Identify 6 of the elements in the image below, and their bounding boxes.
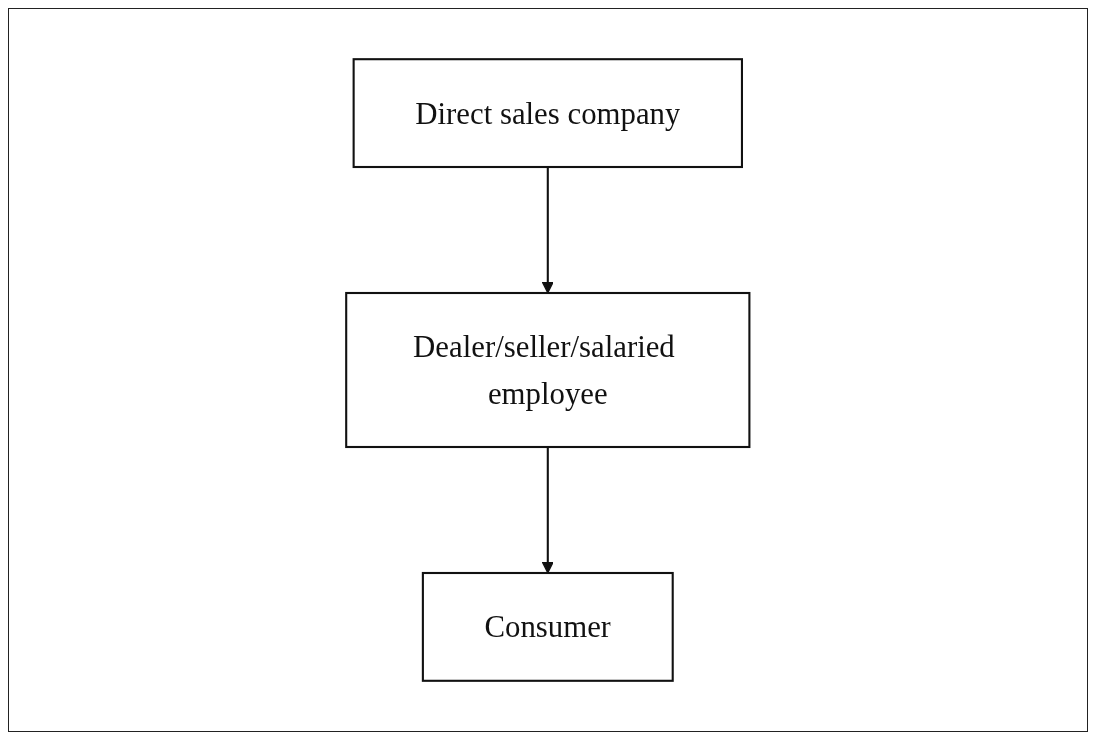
arrow <box>541 167 555 294</box>
arrow <box>541 447 555 574</box>
node-box <box>422 571 674 682</box>
diagram-frame: Direct sales company Dealer/seller/salaried employee Consumer <box>8 8 1088 732</box>
node-box <box>345 291 751 449</box>
node-box <box>352 58 744 169</box>
